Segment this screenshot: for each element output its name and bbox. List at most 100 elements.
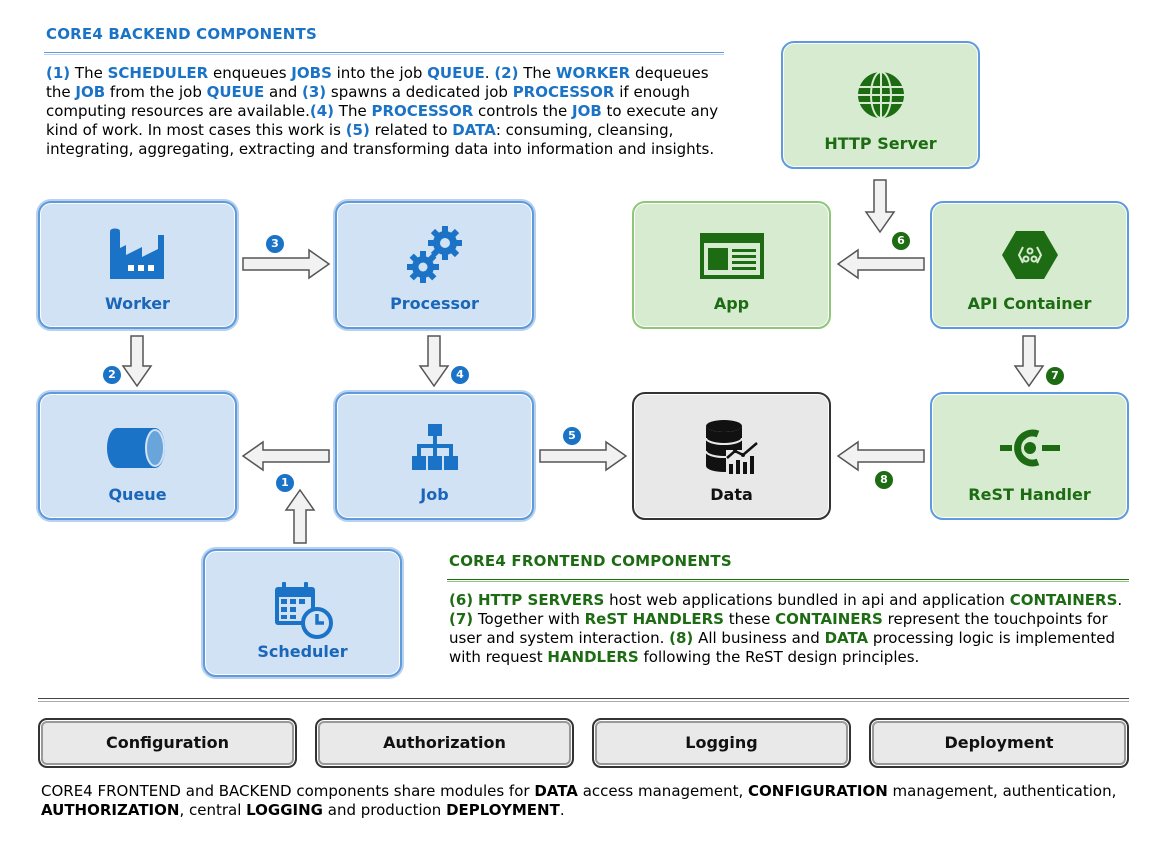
api-container-node: API Container <box>930 201 1129 329</box>
keyword-text: CONTAINERS <box>1009 591 1118 609</box>
scheduler-node: Scheduler <box>203 549 402 677</box>
keyword-text: QUEUE <box>206 83 265 101</box>
keyword-text: CONFIGURATION <box>748 782 888 800</box>
worker-label: Worker <box>105 294 170 313</box>
worker-node: Worker <box>38 201 237 329</box>
frontend-description: (6) HTTP SERVERS host web applications b… <box>449 591 1129 667</box>
module-authorization: Authorization <box>315 718 574 768</box>
keyword-text: JOB <box>572 102 602 120</box>
rest-handler-label: ReST Handler <box>968 485 1091 504</box>
keyword-text: PROCESSOR <box>371 102 474 120</box>
arrow-rest-to-data <box>836 440 925 472</box>
body-text: spawns a dedicated job <box>326 83 513 101</box>
cylinder-icon <box>106 428 165 468</box>
body-text: and <box>264 83 302 101</box>
arrow-worker-to-queue <box>121 335 153 388</box>
arrow-worker-to-processor <box>242 248 331 280</box>
app-label: App <box>713 294 750 313</box>
body-text: enqueues <box>208 64 292 82</box>
keyword-text: JOB <box>75 83 106 101</box>
database-chart-icon <box>704 420 760 474</box>
step-badge-3: 3 <box>266 235 284 253</box>
http-server-node: HTTP Server <box>781 41 980 169</box>
calendar-clock-icon <box>274 582 333 639</box>
backend-title-rule <box>44 52 724 55</box>
backend-title: CORE4 BACKEND COMPONENTS <box>46 25 317 43</box>
footer-description: CORE4 FRONTEND and BACKEND components sh… <box>41 782 1131 820</box>
processor-label: Processor <box>390 294 479 313</box>
body-text: The <box>518 64 556 82</box>
body-text: to execute any kind of work. In most cas… <box>46 102 719 139</box>
processor-node: Processor <box>335 201 534 329</box>
body-text: and production <box>323 801 447 819</box>
keyword-text: QUEUE <box>427 64 485 82</box>
keyword-text: (2) <box>494 64 519 82</box>
step-badge-4: 4 <box>451 366 469 384</box>
step-badge-8: 8 <box>875 471 893 489</box>
keyword-text: (8) <box>669 629 694 647</box>
keyword-text: SCHEDULER <box>107 64 209 82</box>
api-container-label: API Container <box>967 294 1092 313</box>
body-text: Together with <box>473 610 585 628</box>
plug-icon <box>999 429 1060 467</box>
body-text: All business and <box>693 629 825 647</box>
body-text: into the job <box>331 64 428 82</box>
body-text: these <box>723 610 776 628</box>
rest-handler-node: ReST Handler <box>930 392 1129 520</box>
keyword-text: AUTHORIZATION <box>41 801 180 819</box>
keyword-text: JOBS <box>291 64 332 82</box>
arrow-http-to-api <box>864 179 896 234</box>
step-badge-5: 5 <box>563 427 581 445</box>
keyword-text: ReST HANDLERS <box>584 610 724 628</box>
body-text: from the job <box>105 83 207 101</box>
keyword-text: (5) <box>345 121 370 139</box>
body-text: dequeues the <box>46 64 709 101</box>
arrow-scheduler-to-job <box>284 488 316 544</box>
keyword-text: PROCESSOR <box>512 83 615 101</box>
body-text: , central <box>179 801 247 819</box>
queue-label: Queue <box>108 485 167 504</box>
body-text: host web applications bundled in api and… <box>604 591 1010 609</box>
keyword-text: (4) <box>309 102 335 120</box>
step-badge-6: 6 <box>892 232 910 250</box>
data-label: Data <box>710 485 753 504</box>
scheduler-label: Scheduler <box>257 642 348 661</box>
app-node: App <box>632 201 831 329</box>
step-badge-1: 1 <box>276 474 294 492</box>
keyword-text: (6) <box>449 591 474 609</box>
queue-node: Queue <box>38 392 237 520</box>
frontend-title: CORE4 FRONTEND COMPONENTS <box>449 552 732 570</box>
arrow-job-to-queue <box>241 440 330 472</box>
frontend-title-rule <box>447 579 1129 582</box>
keyword-text: DATA <box>824 629 869 647</box>
hierarchy-icon <box>411 424 458 470</box>
body-text: following the ReST design principles. <box>638 648 920 666</box>
backend-description: (1) The SCHEDULER enqueues JOBS into the… <box>46 64 726 159</box>
body-text: The <box>70 64 108 82</box>
body-text: if enough computing resources are availa… <box>46 83 690 120</box>
body-text: represent the touchpoints for user and s… <box>449 610 1108 647</box>
job-label: Job <box>420 485 449 504</box>
hexagon-api-icon <box>1001 231 1058 279</box>
keyword-text: (7) <box>449 610 474 628</box>
keyword-text: DEPLOYMENT <box>446 801 560 819</box>
module-logging: Logging <box>592 718 851 768</box>
body-text: . <box>1117 591 1123 609</box>
arrow-processor-to-job <box>418 335 450 388</box>
keyword-text: (3) <box>302 83 327 101</box>
job-node: Job <box>335 392 534 520</box>
keyword-text: LOGGING <box>246 801 323 819</box>
body-text: . <box>484 64 495 82</box>
body-text: The <box>334 102 372 120</box>
gears-icon <box>406 226 462 283</box>
keyword-text: WORKER <box>555 64 631 82</box>
body-text: related to <box>369 121 453 139</box>
body-text: processing logic is implemented with req… <box>449 629 1115 666</box>
arrow-api-to-rest <box>1013 335 1045 388</box>
module-configuration: Configuration <box>38 718 297 768</box>
http-server-label: HTTP Server <box>824 134 937 153</box>
keyword-text: HTTP SERVERS <box>477 591 605 609</box>
globe-icon <box>857 71 904 119</box>
factory-icon <box>109 228 164 279</box>
